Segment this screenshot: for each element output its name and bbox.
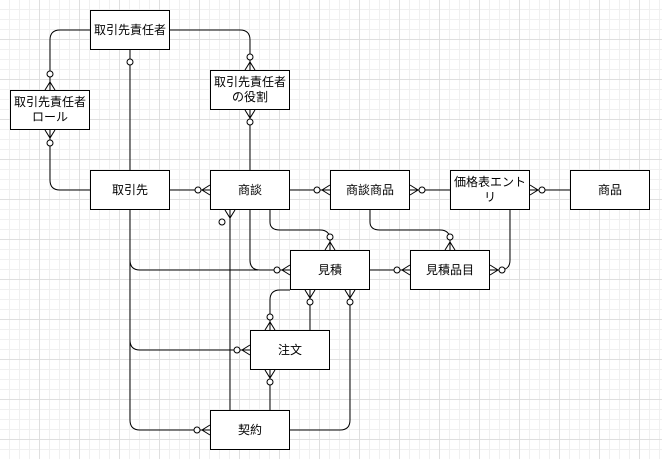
many-marker — [201, 424, 211, 436]
many-marker — [244, 109, 256, 119]
optional-marker — [233, 346, 241, 354]
many-marker — [409, 184, 419, 196]
connector-oppty-quote-left — [249, 210, 290, 271]
optional-marker — [313, 186, 321, 194]
many-marker — [324, 241, 336, 251]
optional-marker — [266, 378, 274, 386]
optional-marker — [446, 233, 454, 241]
many-marker — [444, 241, 456, 251]
optional-marker — [538, 186, 546, 194]
connector-order-quote-left — [269, 289, 290, 330]
optional-marker — [246, 118, 254, 126]
many-marker — [264, 321, 276, 331]
many-marker — [201, 184, 211, 196]
entity-opportunity-product[interactable]: 商談商品 — [330, 170, 410, 210]
connector-oppty-quote — [269, 210, 331, 250]
many-marker — [304, 289, 316, 299]
entity-quote-line-item[interactable]: 見積品目 — [410, 250, 490, 290]
entity-quote[interactable]: 見積 — [290, 250, 370, 290]
many-marker — [281, 264, 291, 276]
many-marker — [321, 184, 331, 196]
entity-price-book-entry[interactable]: 価格表エントリ — [450, 170, 530, 210]
optional-marker — [418, 186, 426, 194]
optional-marker — [126, 58, 134, 66]
connector-contact-oppty-role — [170, 29, 251, 70]
entity-opportunity-contact-role[interactable]: 取引先責任者 の役割 — [210, 70, 290, 110]
many-marker — [529, 184, 539, 196]
optional-marker — [306, 298, 314, 306]
optional-marker — [46, 70, 54, 78]
optional-marker — [194, 186, 202, 194]
optional-marker — [326, 233, 334, 241]
many-marker — [489, 264, 499, 276]
many-marker — [44, 81, 56, 91]
connector-account-contract — [129, 210, 210, 431]
optional-marker — [218, 218, 226, 226]
many-marker — [401, 264, 411, 276]
optional-marker — [46, 139, 54, 147]
many-marker — [344, 289, 356, 299]
connector-oli-qli — [369, 210, 451, 250]
connector-account-quote — [129, 259, 258, 271]
entity-order[interactable]: 注文 — [250, 330, 330, 370]
connector-account-order — [129, 339, 250, 351]
entity-contact[interactable]: 取引先責任者 — [90, 10, 170, 50]
optional-marker — [393, 266, 401, 274]
optional-marker — [193, 426, 201, 434]
entity-contact-role-link[interactable]: 取引先責任者 ロール — [10, 90, 90, 130]
optional-marker — [498, 266, 506, 274]
optional-marker — [266, 313, 274, 321]
entity-contract[interactable]: 契約 — [210, 410, 290, 450]
connector-quote-contract — [290, 290, 351, 431]
connector-pbe-qli — [490, 210, 511, 271]
entity-account[interactable]: 取引先 — [90, 170, 170, 210]
entity-product[interactable]: 商品 — [570, 170, 650, 210]
optional-marker — [246, 53, 254, 61]
many-marker — [264, 369, 276, 379]
connector-contact-role-link — [49, 29, 90, 90]
connector-role-link-account — [49, 130, 90, 191]
optional-marker — [346, 298, 354, 306]
many-marker — [224, 209, 236, 219]
many-marker — [44, 129, 56, 139]
optional-marker — [273, 266, 281, 274]
entity-opportunity[interactable]: 商談 — [210, 170, 290, 210]
many-marker — [244, 61, 256, 71]
many-marker — [241, 344, 251, 356]
